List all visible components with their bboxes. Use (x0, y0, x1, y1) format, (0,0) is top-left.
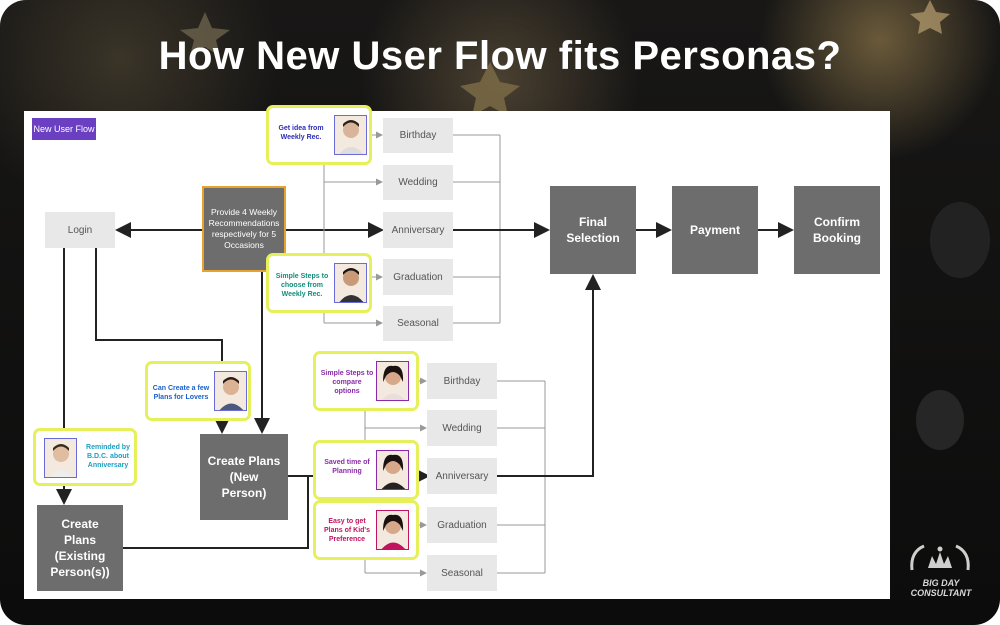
persona-avatar-icon (376, 450, 409, 490)
confirm-booking-node: Confirm Booking (794, 186, 880, 274)
callout-text: Saved time of Planning (324, 459, 370, 475)
payment-node: Payment (672, 186, 758, 274)
create-plans-existing-node: Create Plans (Existing Person(s)) (37, 505, 123, 591)
occasion-top-anniversary: Anniversary (383, 212, 453, 248)
occasion-bottom-wedding: Wedding (427, 410, 497, 446)
persona-callout-create-few-plans: Can Create a few Plans for Lovers (145, 361, 251, 421)
page-title: How New User Flow fits Personas? (158, 34, 842, 78)
callout-text: Can Create a few Plans for Lovers (152, 385, 210, 401)
callout-text: Simple Steps to choose from Weekly Rec. (275, 273, 329, 298)
occasion-bottom-seasonal: Seasonal (427, 555, 497, 591)
weekly-recommendations-node: Provide 4 Weekly Recommendations respect… (202, 186, 286, 272)
occasion-bottom-birthday: Birthday (427, 363, 497, 399)
logo-line-1: BIG DAY (922, 578, 960, 588)
create-plans-new-node: Create Plans (New Person) (200, 434, 288, 520)
persona-avatar-icon (376, 510, 409, 550)
persona-avatar-icon (44, 438, 77, 478)
occasion-bottom-anniversary: Anniversary (427, 458, 497, 494)
final-selection-node: Final Selection (550, 186, 636, 274)
brand-logo-text: BIG DAY CONSULTANT (900, 578, 982, 598)
persona-avatar-icon (376, 361, 409, 401)
callout-text: Reminded by B.D.C. about Anniversary (86, 444, 130, 469)
persona-callout-simple-steps-weekly: Simple Steps to choose from Weekly Rec. (266, 253, 372, 313)
callout-text: Simple Steps to compare options (320, 370, 374, 395)
persona-avatar-icon (214, 371, 247, 411)
persona-callout-get-idea: Get idea from Weekly Rec. (266, 105, 372, 165)
occasion-top-wedding: Wedding (383, 165, 453, 200)
occasion-top-birthday: Birthday (383, 118, 453, 153)
flow-tag: New User Flow (32, 118, 96, 140)
persona-callout-kids-preference: Easy to get Plans of Kid's Preference (313, 500, 419, 560)
logo-line-2: CONSULTANT (910, 588, 972, 598)
crown-laurel-icon (910, 544, 970, 571)
occasion-top-graduation: Graduation (383, 259, 453, 295)
occasion-bottom-graduation: Graduation (427, 507, 497, 543)
persona-callout-compare-options: Simple Steps to compare options (313, 351, 419, 411)
persona-avatar-icon (334, 115, 367, 155)
occasion-top-seasonal: Seasonal (383, 306, 453, 341)
persona-avatar-icon (334, 263, 367, 303)
callout-text: Get idea from Weekly Rec. (278, 125, 324, 141)
login-node: Login (45, 212, 115, 248)
persona-callout-reminded: Reminded by B.D.C. about Anniversary (33, 428, 137, 486)
persona-callout-saved-time: Saved time of Planning (313, 440, 419, 500)
callout-text: Easy to get Plans of Kid's Preference (323, 518, 370, 543)
